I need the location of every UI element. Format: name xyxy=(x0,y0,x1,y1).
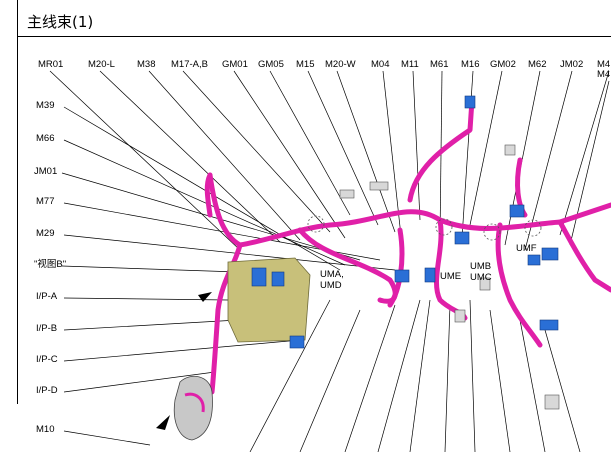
leader-line xyxy=(182,70,331,233)
top-label: M04 xyxy=(371,59,390,70)
leader-line xyxy=(63,371,216,393)
left-label: I/P-D xyxy=(36,385,58,396)
leader-line xyxy=(61,265,239,273)
title-divider xyxy=(18,36,611,37)
leader-line xyxy=(469,70,503,226)
top-label: M20-W xyxy=(325,59,356,70)
leader-line xyxy=(412,70,421,221)
ip-bracket xyxy=(227,257,311,349)
left-label: M29 xyxy=(36,228,55,239)
leader-line xyxy=(444,304,451,452)
left-label: I/P-B xyxy=(36,323,58,334)
top-label: M61 xyxy=(430,59,449,70)
leader-line xyxy=(409,299,431,452)
leader-line xyxy=(504,70,541,246)
leader-line xyxy=(63,297,229,301)
leader-line xyxy=(63,430,151,446)
connector-housings xyxy=(339,144,560,410)
leader-line xyxy=(99,70,281,243)
leader-line xyxy=(49,70,241,251)
leader-line xyxy=(377,299,421,452)
left-label: M66 xyxy=(36,133,55,144)
leader-line xyxy=(307,70,379,226)
label-umf: UMF xyxy=(516,243,537,254)
leader-line xyxy=(569,80,610,246)
top-label: GM02 xyxy=(490,59,516,70)
connectors xyxy=(394,95,559,331)
leader-line xyxy=(63,339,301,362)
top-label: M62 xyxy=(528,59,547,70)
top-label: M11 xyxy=(401,59,419,70)
top-label: M17-A,B xyxy=(171,59,208,70)
label-umd: UMD xyxy=(320,280,342,291)
top-label: JM02 xyxy=(560,59,584,70)
splice-markers xyxy=(307,215,542,241)
leader-line xyxy=(233,70,346,239)
left-label: M39 xyxy=(36,100,55,111)
left-label: M10 xyxy=(36,424,55,435)
top-label: M4 xyxy=(597,59,611,70)
leader-line xyxy=(148,70,301,241)
leader-line xyxy=(299,309,361,452)
top-label: M20-L xyxy=(88,59,115,70)
leader-line xyxy=(559,70,610,236)
leader-line xyxy=(63,139,346,266)
column-clamp xyxy=(173,375,213,441)
top-label: M16 xyxy=(461,59,480,70)
top-label: M38 xyxy=(137,59,156,70)
leader-line xyxy=(63,106,341,271)
leader-lines xyxy=(49,70,610,452)
left-label: I/P-C xyxy=(36,354,58,365)
leader-line xyxy=(63,319,239,331)
label-ume: UME xyxy=(440,271,462,282)
top-label: GM01 xyxy=(222,59,248,70)
left-label: I/P-A xyxy=(36,291,58,302)
frame-left-border xyxy=(17,0,18,404)
page-title: 主线束(1) xyxy=(27,13,94,31)
leader-line xyxy=(336,70,396,233)
leader-line xyxy=(63,234,396,271)
label-uma: UMA, xyxy=(320,269,344,280)
label-umb: UMB xyxy=(470,261,492,272)
pointer-arrows xyxy=(156,292,212,430)
left-label: JM01 xyxy=(34,166,58,177)
leader-line xyxy=(269,70,351,216)
leader-line xyxy=(249,299,331,452)
label-umc: UMC xyxy=(470,272,492,283)
top-label: M4 xyxy=(597,69,611,80)
leader-line xyxy=(344,304,396,452)
top-label: MR01 xyxy=(38,59,64,70)
leader-line xyxy=(544,329,581,452)
left-label: M77 xyxy=(36,196,55,207)
left-label: "视图B" xyxy=(34,259,67,270)
harness-trunk xyxy=(204,97,611,395)
leader-line xyxy=(489,309,511,452)
top-label: GM05 xyxy=(258,59,284,70)
leader-line xyxy=(469,299,476,452)
leader-line xyxy=(519,319,546,452)
leader-line xyxy=(382,70,403,246)
top-label: M15 xyxy=(296,59,315,70)
